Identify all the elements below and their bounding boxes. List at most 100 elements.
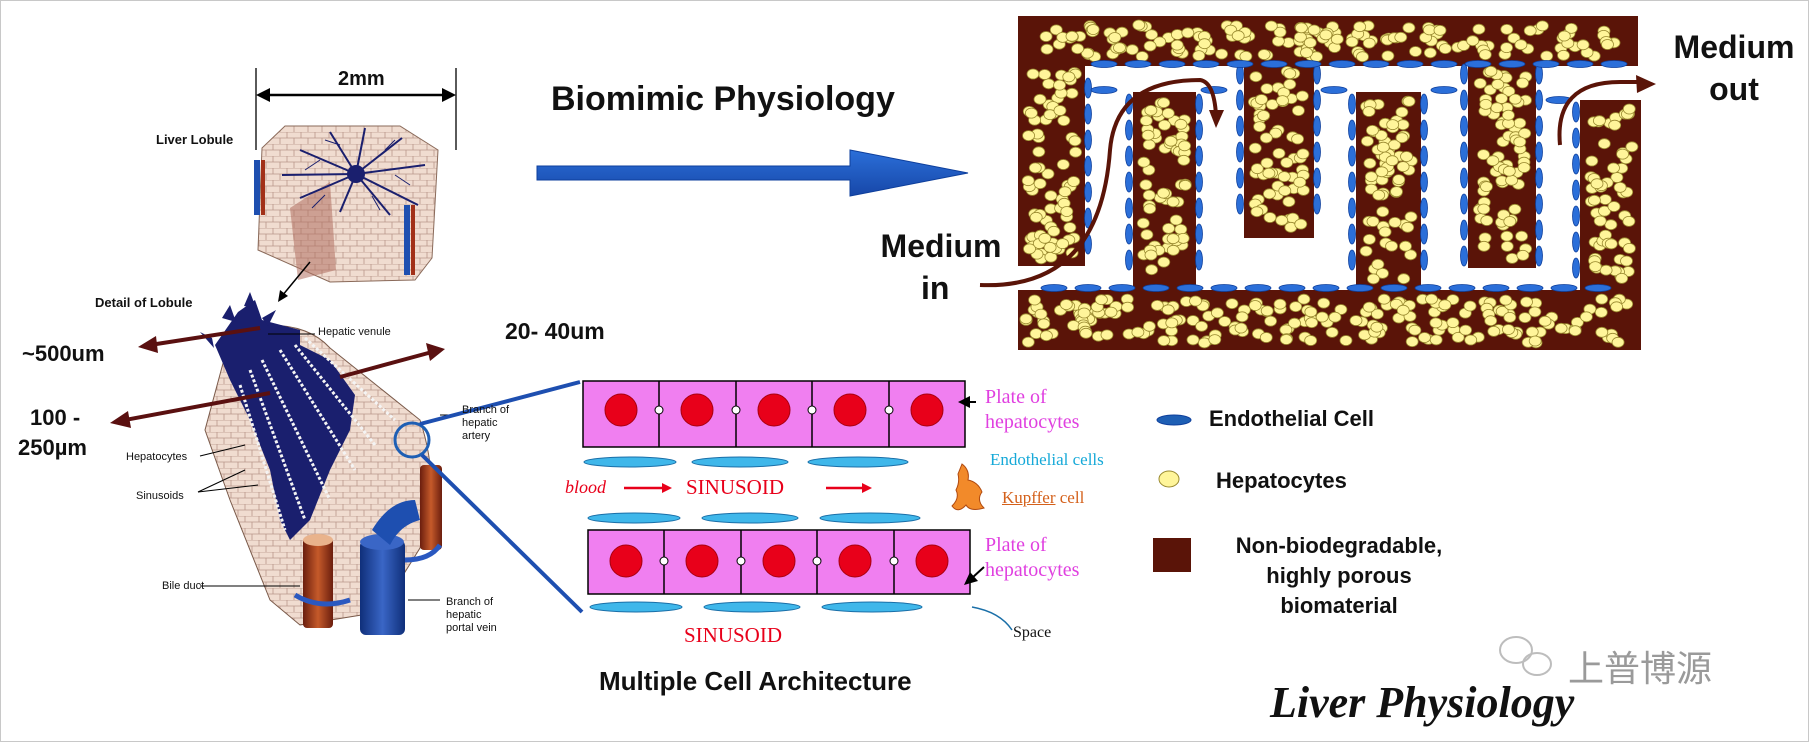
hepatocyte-dot [1300, 47, 1313, 58]
hepatocyte-dot [1192, 50, 1206, 61]
hepatocyte-dot [1297, 293, 1311, 305]
endothelial-dash [1516, 284, 1544, 292]
hepatocyte-dot [1610, 301, 1623, 313]
hepatocyte-dot [1363, 233, 1376, 245]
endothelial-dash [1420, 93, 1428, 115]
hepatocyte-dot [1616, 148, 1629, 160]
hepatocyte-dot [1388, 216, 1402, 228]
hepatocyte-dot [1140, 229, 1154, 241]
hepatocyte-dot [1604, 238, 1618, 250]
hepatocyte-dot [1029, 211, 1043, 223]
endothelial-dash [1195, 197, 1203, 219]
hepatocyte-dot [1505, 174, 1518, 186]
hepatocyte-dot [1157, 335, 1171, 347]
hepatocyte-dot [1304, 335, 1318, 346]
endothelial-dash [1090, 86, 1118, 94]
hepatocyte-dot [1523, 25, 1537, 37]
endothelial-dash [1460, 89, 1468, 111]
hepatocyte-dot [1145, 29, 1158, 41]
endothelial-row-top [583, 456, 909, 468]
endothelial-dash [1482, 284, 1510, 292]
hepatocyte-dot [1022, 130, 1035, 142]
hepatocyte-dot [1131, 326, 1145, 338]
sinusoid-label-bottom: SINUSOID [684, 623, 783, 647]
hepatocyte-dot [1593, 215, 1607, 227]
endothelial-dash [1414, 284, 1442, 292]
endothelial-dash [1535, 115, 1543, 137]
endothelial-dash [1313, 193, 1321, 215]
hepatocyte-dot [1607, 201, 1621, 212]
endothelial-dash [1236, 89, 1244, 111]
hepatocyte-dot [1396, 304, 1410, 316]
hepatocyte-dot [1113, 42, 1126, 54]
hepatocyte-dot [1557, 30, 1571, 42]
hepatocyte-dot [1067, 320, 1080, 331]
blood-flow-arrows [624, 483, 872, 493]
hepatocyte-dot [1063, 222, 1077, 233]
hepatocyte-dot [1371, 308, 1384, 320]
hepatocyte-dot [1376, 141, 1390, 153]
hepatocyte-dot [1366, 124, 1379, 136]
hepatocyte-dot [1288, 317, 1301, 329]
hepatocyte-dot [1409, 46, 1422, 57]
endothelial-dash [1464, 60, 1492, 68]
endothelial-dash [1498, 60, 1526, 68]
hepatocyte-dot [1145, 264, 1158, 276]
hepatocyte-dot [1144, 105, 1158, 116]
scale-label: 2mm [338, 68, 385, 90]
endothelial-dash [1430, 60, 1458, 68]
liver-lobule-illustration [254, 68, 457, 302]
hepatocyte-dot [1239, 50, 1253, 62]
hepatocyte-dot [1065, 87, 1079, 99]
hepatocyte-dot [1069, 146, 1082, 158]
hepatocyte-dot [1025, 107, 1038, 119]
hepatocyte-dot [1356, 51, 1369, 63]
hepatocyte-dot [1576, 39, 1590, 51]
endothelial-dash [1236, 193, 1244, 215]
hepatocyte-dot [1104, 306, 1118, 318]
hepatocyte-dot [1162, 222, 1175, 234]
hepatocyte-dot [1516, 249, 1530, 261]
hepatocyte-dot [1170, 39, 1184, 51]
hepatocyte-dot [1374, 129, 1388, 141]
hepatocyte-dot [1480, 215, 1494, 226]
hepatocyte-dot [1396, 161, 1410, 173]
hepatocyte-dot [1139, 179, 1153, 191]
endothelial-dash [1348, 249, 1356, 271]
endothelial-dash [1108, 284, 1136, 292]
hepatocyte-dot [1588, 194, 1601, 206]
endothelial-dash [1244, 284, 1272, 292]
hepatocyte-dot [1296, 90, 1309, 102]
hepatocyte-dot [1125, 44, 1139, 56]
watermark-text: 上普博源 [1568, 648, 1713, 689]
endothelial-dash [1420, 171, 1428, 193]
hepatocyte-dot [1620, 255, 1633, 267]
hepatocyte-dot [1289, 301, 1303, 313]
endothelial-dash [1362, 60, 1390, 68]
kupffer-label: Kupffer cell [1002, 488, 1085, 507]
hepatocyte-dot [1564, 22, 1578, 34]
hepatocyte-dot [1588, 261, 1602, 273]
hepatocyte-dot [1234, 322, 1248, 334]
biomimic-arrow [536, 149, 969, 197]
hepatocyte-dot [1503, 311, 1517, 323]
hepatocyte-dot [1294, 218, 1308, 230]
endothelial-dash [1420, 249, 1428, 271]
hepatocyte-dot [1502, 86, 1516, 97]
hepatocyte-dot [1056, 159, 1070, 170]
legend-biomaterial-swatch [1153, 538, 1191, 572]
hepatocyte-dot [1392, 174, 1406, 186]
hepatocyte-dot [1250, 206, 1264, 218]
hepatocyte-plate-bottom [587, 529, 971, 595]
hepatocyte-dots [1019, 19, 1639, 349]
endothelial-dash [1346, 284, 1374, 292]
endothelial-dash [1535, 141, 1543, 163]
hepatocyte-dot [1132, 19, 1146, 31]
hepatocyte-dot [1081, 47, 1094, 59]
endothelial-dash [1142, 284, 1170, 292]
hepatocyte-dot [1086, 24, 1100, 35]
hepatocyte-dot [1517, 162, 1531, 173]
endothelial-dash [1125, 223, 1133, 245]
